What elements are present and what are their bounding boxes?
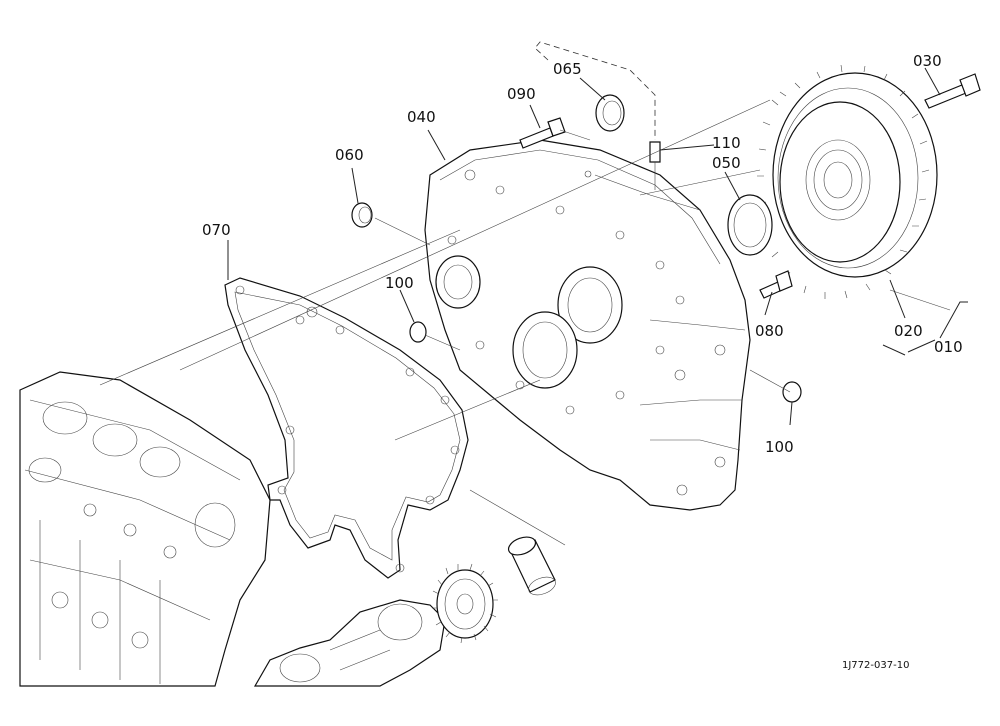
bolt-030 — [924, 73, 981, 109]
plug-100-left — [409, 321, 427, 343]
label-070: 070 — [202, 221, 231, 239]
label-050: 050 — [712, 154, 741, 172]
crankshaft — [253, 599, 446, 687]
part-labels: 010 020 030 040 050 060 065 070 080 090 … — [202, 52, 963, 456]
flywheel-020 — [757, 64, 938, 299]
crank-gear — [432, 563, 498, 644]
guide-lines — [99, 41, 951, 546]
label-080: 080 — [755, 322, 784, 340]
seal-065 — [595, 94, 625, 132]
label-110: 110 — [712, 134, 741, 152]
label-100-right: 100 — [765, 438, 794, 456]
engine-block — [19, 371, 271, 687]
label-010: 010 — [934, 338, 963, 356]
label-100-left: 100 — [385, 274, 414, 292]
label-090: 090 — [507, 85, 536, 103]
gear-case-040 — [424, 139, 751, 511]
label-040: 040 — [407, 108, 436, 126]
drawing-reference: 1J772-037-10 — [842, 660, 909, 671]
plug-100-right — [782, 381, 802, 403]
collar — [507, 536, 556, 596]
label-020: 020 — [894, 322, 923, 340]
bolt-090 — [519, 117, 566, 149]
label-065: 065 — [553, 60, 582, 78]
plug-060 — [351, 202, 373, 228]
label-060: 060 — [335, 146, 364, 164]
pin-110 — [649, 141, 661, 163]
gasket-070 — [224, 277, 469, 579]
oil-seal-050 — [727, 194, 773, 256]
bolt-080 — [759, 270, 793, 299]
leader-lines — [227, 67, 968, 426]
label-030: 030 — [913, 52, 942, 70]
